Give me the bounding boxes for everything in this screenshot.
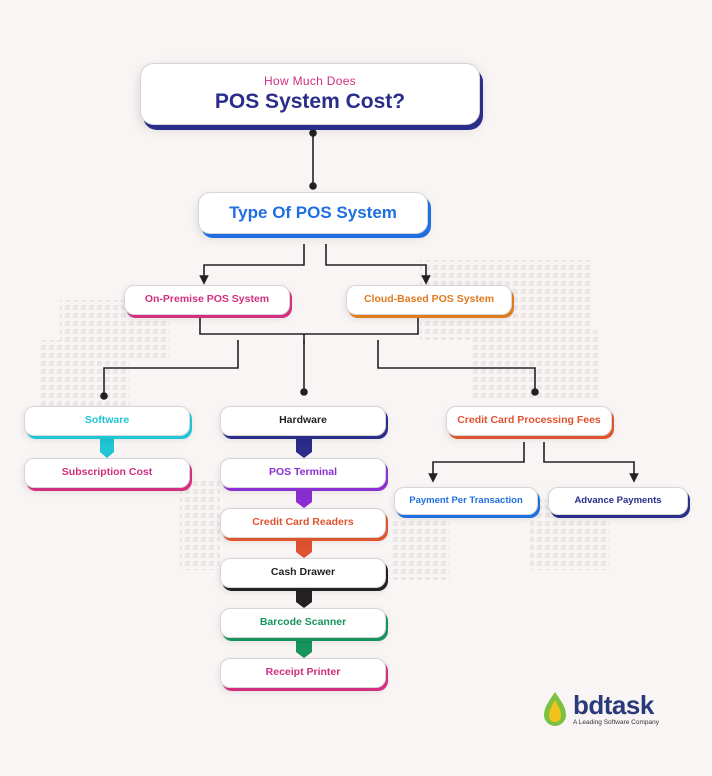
bdtask-logo: bdtask A Leading Software Company (540, 690, 659, 728)
connector-credit (377, 340, 536, 392)
ribbon-barcode (296, 637, 312, 658)
hardware-item-card-readers: Credit Card Readers (220, 508, 386, 538)
connector-software (103, 340, 239, 396)
category-hardware: Hardware (220, 406, 386, 436)
title-line-2: POS System Cost? (214, 90, 406, 113)
connector-credit-advance (543, 442, 639, 483)
item-label: Advance Payments (574, 494, 662, 506)
software-item-subscription: Subscription Cost (24, 458, 190, 488)
system-node-cloud: Cloud-Based POS System (346, 285, 512, 315)
ribbon-cash-drawer (296, 587, 312, 608)
world-map-backdrop (40, 260, 610, 580)
category-label: Software (84, 414, 130, 427)
hardware-item-cash-drawer: Cash Drawer (220, 558, 386, 588)
ribbon-card-readers (296, 537, 312, 558)
ribbon-hardware (296, 437, 312, 458)
title-line-1: How Much Does (264, 74, 356, 88)
system-label: On-Premise POS System (144, 293, 270, 306)
hardware-item-receipt-printer: Receipt Printer (220, 658, 386, 688)
logo-tagline: A Leading Software Company (573, 719, 659, 726)
connector-credit-payment (428, 442, 525, 483)
item-label: Credit Card Readers (252, 516, 354, 529)
item-label: Cash Drawer (270, 566, 336, 579)
connector-dot (309, 182, 317, 190)
credit-item-advance-payments: Advance Payments (548, 487, 688, 515)
category-label: Hardware (279, 414, 327, 427)
type-label: Type Of POS System (229, 203, 397, 222)
title-box: How Much Does POS System Cost? (140, 63, 480, 125)
system-node-on-premise: On-Premise POS System (124, 285, 290, 315)
item-label: Payment Per Transaction (409, 494, 523, 506)
item-label: Subscription Cost (61, 466, 153, 479)
ribbon-software (100, 437, 114, 458)
connector-lines (100, 129, 639, 483)
credit-item-payment-per-transaction: Payment Per Transaction (394, 487, 538, 515)
item-label: Receipt Printer (265, 666, 341, 679)
hardware-item-barcode-scanner: Barcode Scanner (220, 608, 386, 638)
hardware-item-pos-terminal: POS Terminal (220, 458, 386, 488)
item-label: Barcode Scanner (259, 616, 347, 629)
system-label: Cloud-Based POS System (363, 293, 495, 306)
leaf-drop-icon (544, 692, 566, 726)
connector-systems-join (199, 318, 419, 335)
type-node: Type Of POS System (198, 192, 428, 234)
connector-type-cloud (325, 244, 431, 285)
category-label: Credit Card Processing Fees (457, 414, 601, 427)
connector-type-onpremise (199, 244, 305, 285)
ribbon-connectors (100, 437, 312, 658)
item-label: POS Terminal (268, 466, 338, 479)
logo-name: bdtask (573, 690, 654, 720)
ribbon-pos-terminal (296, 487, 312, 508)
category-software: Software (24, 406, 190, 436)
category-credit-card-fees: Credit Card Processing Fees (446, 406, 612, 436)
